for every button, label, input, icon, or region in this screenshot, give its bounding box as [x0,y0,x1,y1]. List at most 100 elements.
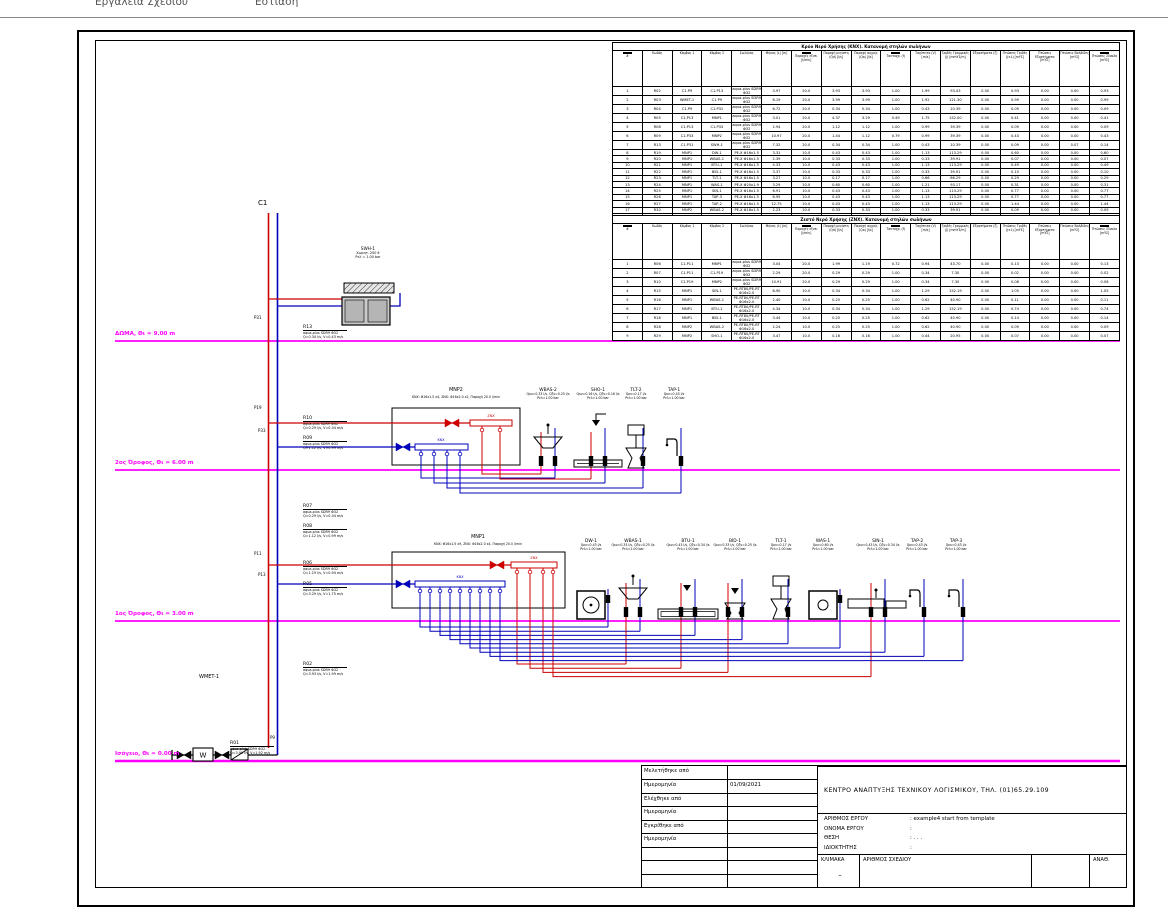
column-header: Μήκος (L) [m] [761,50,792,87]
value-cell: 0.13 [1089,259,1120,269]
value-cell: aqua-plus SDR9 Φ32 [731,277,763,287]
value-cell: PE-RT80/PE-RT Φ16x2.0 [731,322,763,332]
value-cell: 0.00 [1059,322,1090,332]
column-header: # [612,223,643,260]
value-cell: C1.P9 [701,95,733,105]
signature-value [727,874,817,887]
column-header: Κόμβος 2 [701,223,733,260]
value-cell: 1.12 [850,122,882,132]
value-cell: 0.34 [820,304,852,314]
value-cell: 10.0 [790,304,822,314]
row-number: 7 [612,140,643,150]
pipe-code-cell: R09 [641,131,673,141]
fixture-tap-icon [909,589,921,607]
fixture-data-line: Pελ=1.00 bar [622,546,644,551]
column-header: Παροχή μεγίστη (Qd) [l/s] [820,223,852,260]
column-header: Εξαρτήματα (ζ) [969,50,1001,87]
value-cell: 1.12 [820,122,852,132]
toolbar-item-drawing-tools[interactable]: Εργαλεία Σχεδίου [95,0,188,8]
value-cell: 10.39 [939,140,971,150]
value-cell: 40.90 [939,295,971,305]
hot-valve-icon [489,560,505,570]
value-cell: 0.25 [850,322,882,332]
pipe-data-line: Q=1.12 l/s, V=0.99 m/s [303,446,344,450]
value-cell: 10.0 [790,313,822,323]
angle-valve-icon [538,456,544,466]
value-cell: 0.09 [999,322,1031,332]
value-cell: 0.00 [1029,140,1061,150]
value-cell: 40.90 [939,322,971,332]
cold-run-pipe [459,587,788,645]
line-style-bar [891,225,901,228]
project-field-value: : . . . [910,835,923,841]
value-cell: 43.70 [939,259,971,269]
node-label-p19: P19 [254,405,262,410]
value-cell: 0.13 [999,259,1031,269]
column-header: Παροχή αιχμής (Qa) [l/s] [850,50,882,87]
port-valve-icon [540,569,546,575]
fixture-data-line: Qκν=0.43 l/s [663,392,685,396]
value-cell: C1.P33 [701,122,733,132]
floor-label-1st: 1ος Όροφος, Θι = 3.00 m [115,611,194,617]
mnp2-cold-collector-tag: ΚΝΧ [437,438,445,442]
value-cell: BID-1 [701,313,733,323]
value-cell: 1.99 [910,86,941,96]
value-cell: MNP2 [671,322,703,332]
fixture-data-line: Pελ=1.00 bar [867,546,889,551]
row-number: 3 [612,277,643,287]
value-cell: 0.00 [1059,86,1090,96]
cold-run-pipe [433,450,605,484]
value-cell: C1.P13 [701,86,733,96]
tap-spout-icon [665,443,669,447]
pipe-data-line: aqua-plus SDR9 Φ32 [303,588,339,592]
solar-heater-label: SWH-1 Χωρητ. 200 lt Pελ = 1.00 bar [355,246,380,259]
value-cell: 1.00 [880,86,912,96]
signature-label: Ελέχθηκε από [642,793,727,806]
fixture-name: TLT-2 [630,388,642,393]
value-cell: 3.93 [850,86,882,96]
value-cell: 0.79 [880,131,912,141]
pipe-data-line: aqua-plus SDR9 Φ32 [303,668,339,672]
value-cell: C1.P19 [701,268,733,278]
check-valve-diagonal [230,748,249,761]
title-block-drawing-no-cell: ΑΡΙΘΜΟΣ ΣΧΕΔΙΟΥ [859,854,1031,887]
signature-label: Ημερομηνία [642,806,727,820]
signature-label [642,847,727,860]
value-cell: 1.05 [999,286,1031,296]
value-cell: 0.34 [820,286,852,296]
value-cell: 20.95 [939,331,971,341]
fixture-data-line: Qκν=0.60 l/s [812,543,834,547]
fixture-data-line: Pελ=1.00 bar [945,546,967,551]
pipe-code: R13 [303,325,347,331]
angle-valve-icon [640,456,646,466]
value-cell: 0.99 [999,95,1031,105]
fixture-washbasin-icon [617,587,649,600]
column-header: # [612,50,643,87]
value-cell: 0.00 [1059,286,1090,296]
fixture-bidet-icon [724,602,746,620]
pipe-data-line: aqua-plus SDR9 Φ32 [303,331,339,335]
value-cell: 0.00 [969,313,1001,323]
hot-run-pipe [516,568,626,665]
value-cell: 121.30 [939,95,971,105]
column-header: Κόμβος 1 [671,50,703,87]
fixture-was-icon [808,590,838,620]
pipe-code: R07 [303,504,347,510]
value-cell: 0.00 [969,322,1001,332]
pipe-code-cell: R18 [641,313,673,323]
table-title: Κρύο Νερό Χρήσης (ΚΝΧ). Κατανομή στηλών … [612,42,1120,51]
column-header: Κωδός [641,50,673,87]
fixture-data-line: Pελ=1.00 bar [724,546,746,551]
toolbar-item-zoom[interactable]: Εστίαση [255,0,299,8]
value-cell: 39.39 [939,131,971,141]
angle-valve-icon [882,607,888,617]
value-cell: 1.00 [880,286,912,296]
